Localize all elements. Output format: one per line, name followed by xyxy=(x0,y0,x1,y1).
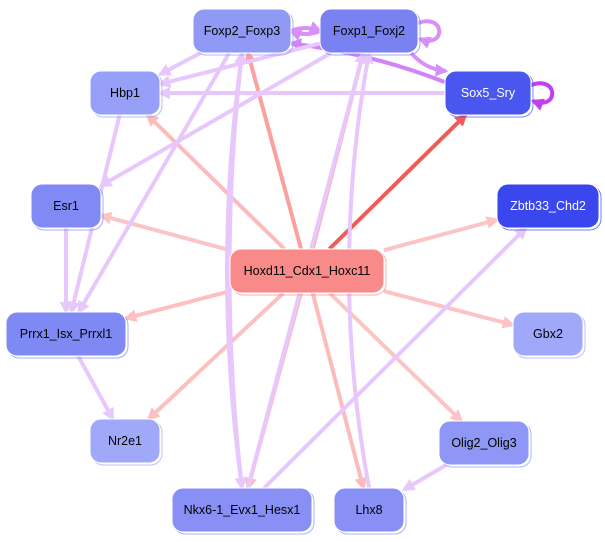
node-foxp2[interactable]: Foxp2_Foxp3 xyxy=(192,8,294,56)
node-label: Lhx8 xyxy=(355,503,382,517)
node-hbp1[interactable]: Hbp1 xyxy=(89,70,163,118)
node-label: Hbp1 xyxy=(110,86,140,100)
node-box[interactable] xyxy=(496,183,600,229)
node-label: Nr2e1 xyxy=(108,434,142,448)
edge-hoxd11-to-foxp2 xyxy=(244,50,303,250)
node-foxp1[interactable]: Foxp1_Foxj2 xyxy=(319,8,421,56)
node-box[interactable] xyxy=(192,8,292,54)
node-nr2e1[interactable]: Nr2e1 xyxy=(89,418,163,466)
edge-hoxd11-to-hbp1 xyxy=(145,113,286,251)
node-label: Gbx2 xyxy=(533,327,563,341)
edge-hoxd11-to-zbtb33 xyxy=(383,216,500,253)
edge-hoxd11-to-lhx8 xyxy=(310,292,367,491)
node-gbx2[interactable]: Gbx2 xyxy=(512,311,586,359)
node-hoxd11[interactable]: Hoxd11_Cdx1_Hoxc11 xyxy=(229,248,387,296)
edge-foxp2-to-hbp1 xyxy=(157,51,202,77)
node-box[interactable] xyxy=(5,311,127,357)
node-label: Zbtb33_Chd2 xyxy=(510,199,586,213)
node-box[interactable] xyxy=(171,487,313,533)
node-zbtb33[interactable]: Zbtb33_Chd2 xyxy=(496,183,602,231)
node-label: Esr1 xyxy=(53,199,79,213)
edge-hoxd11-to-nr2e1 xyxy=(146,291,285,421)
node-label: Olig2_Olig3 xyxy=(451,436,516,450)
edge-hoxd11-to-gbx2 xyxy=(383,289,516,329)
node-label: Foxp2_Foxp3 xyxy=(204,24,280,38)
node-box[interactable] xyxy=(333,487,405,533)
edge-sox5-to-sox5 xyxy=(530,81,555,111)
node-label: Hoxd11_Cdx1_Hoxc11 xyxy=(244,264,371,278)
edge-foxp1-to-foxp2 xyxy=(288,28,321,41)
node-label: Nkx6-1_Evx1_Hesx1 xyxy=(184,503,301,517)
node-prrx1[interactable]: Prrx1_Isx_Prrxl1 xyxy=(5,311,129,359)
edge-nkx6-to-zbtb33 xyxy=(262,226,528,490)
edge-foxp1-to-foxp1 xyxy=(417,19,442,49)
node-box[interactable] xyxy=(319,8,419,54)
node-esr1[interactable]: Esr1 xyxy=(30,183,104,231)
node-nkx6[interactable]: Nkx6-1_Evx1_Hesx1 xyxy=(171,487,315,535)
node-box[interactable] xyxy=(229,248,385,294)
node-label: Prrx1_Isx_Prrxl1 xyxy=(20,327,112,341)
node-label: Foxp1_Foxj2 xyxy=(333,24,405,38)
node-box[interactable] xyxy=(512,311,584,357)
edge-hoxd11-to-sox5 xyxy=(327,113,468,251)
edge-olig2-to-lhx8 xyxy=(401,463,448,492)
node-olig2[interactable]: Olig2_Olig3 xyxy=(438,420,532,468)
node-sox5[interactable]: Sox5_Sry xyxy=(444,70,534,118)
edge-foxp2-to-prrx1 xyxy=(77,51,231,315)
edges-layer xyxy=(59,19,555,492)
edge-hoxd11-to-esr1 xyxy=(98,211,231,253)
node-box[interactable] xyxy=(444,70,532,116)
node-box[interactable] xyxy=(89,418,161,464)
node-lhx8[interactable]: Lhx8 xyxy=(333,487,407,535)
edge-prrx1-to-nr2e1 xyxy=(76,355,115,422)
edge-foxp1-to-sox5 xyxy=(409,51,449,77)
edge-hoxd11-to-prrx1 xyxy=(123,289,231,322)
node-box[interactable] xyxy=(438,420,530,466)
node-box[interactable] xyxy=(89,70,161,116)
node-label: Sox5_Sry xyxy=(461,86,516,100)
node-box[interactable] xyxy=(30,183,102,229)
edge-foxp1-to-esr1 xyxy=(98,51,332,188)
